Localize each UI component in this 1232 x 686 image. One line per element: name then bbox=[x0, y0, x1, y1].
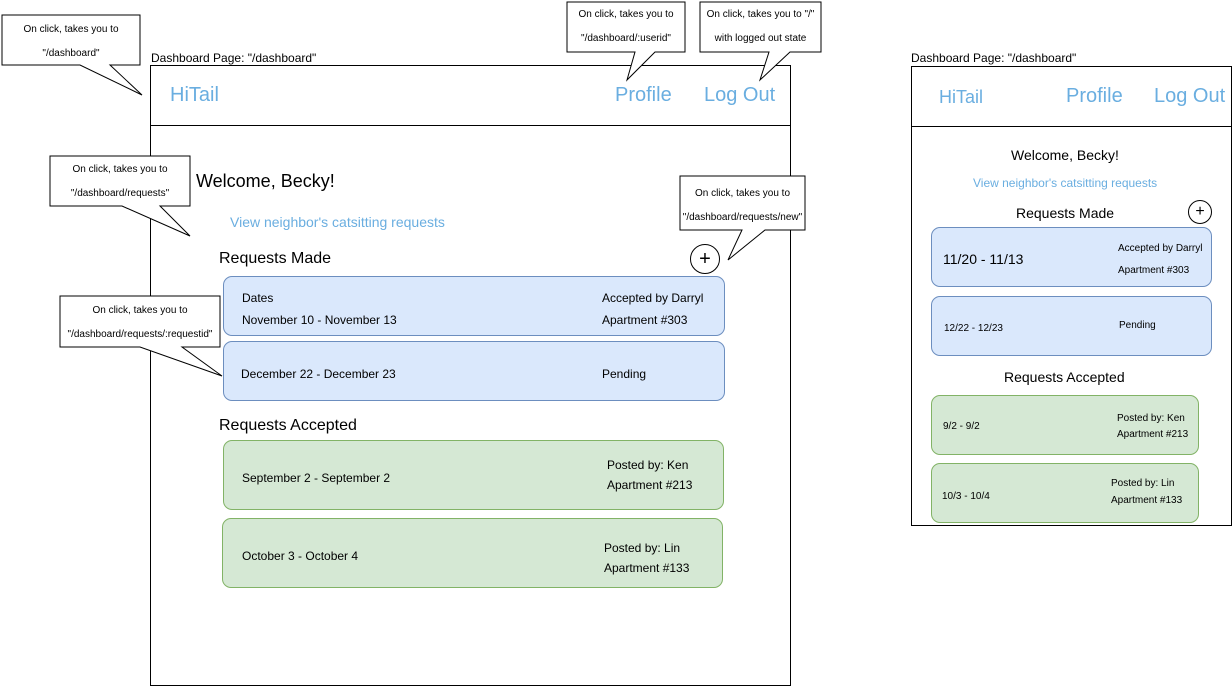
mobile-logout-link[interactable]: Log Out bbox=[1154, 85, 1226, 107]
callout-profile-shape bbox=[566, 1, 686, 82]
callout-requests-shape bbox=[49, 155, 191, 237]
desktop-add-request-button[interactable]: + bbox=[690, 244, 720, 274]
request-dates-label: Dates bbox=[242, 291, 274, 305]
desktop-requests-accepted-title: Requests Accepted bbox=[219, 417, 357, 434]
mobile-request-card[interactable]: 11/20 - 11/13 Accepted by Darryl Apartme… bbox=[931, 227, 1212, 287]
callout-dashboard: On click, takes you to "/dashboard" bbox=[2, 18, 140, 66]
mobile-requests-made-title: Requests Made bbox=[1016, 205, 1115, 221]
mobile-header-divider bbox=[911, 126, 1232, 127]
request-status: Accepted by Darryl bbox=[602, 291, 704, 305]
callout-line: On click, takes you to bbox=[72, 164, 168, 175]
callout-logout-shape bbox=[699, 1, 822, 82]
mobile-accepted-card[interactable]: 9/2 - 9/2 Posted by: Ken Apartment #213 bbox=[931, 395, 1199, 455]
accepted-apartment: Apartment #213 bbox=[1117, 429, 1189, 440]
mobile-brand-link[interactable]: HiTail bbox=[939, 87, 984, 107]
request-apartment: Apartment #303 bbox=[602, 313, 688, 327]
callout-new-request-shape bbox=[679, 175, 806, 261]
desktop-accepted-card[interactable]: September 2 - September 2 Posted by: Ken… bbox=[223, 440, 724, 510]
callout-line: "/dashboard" bbox=[42, 48, 100, 59]
callout-line: On click, takes you to "/" bbox=[706, 9, 815, 20]
callout-line: "/dashboard/requests/:requestid" bbox=[67, 329, 213, 340]
desktop-header-divider bbox=[150, 125, 791, 126]
desktop-welcome-heading: Welcome, Becky! bbox=[196, 171, 335, 191]
request-apartment: Apartment #303 bbox=[1118, 265, 1190, 276]
request-dates: 11/20 - 11/13 bbox=[943, 251, 1024, 267]
accepted-posted-by: Posted by: Lin bbox=[604, 541, 681, 555]
request-dates: 12/22 - 12/23 bbox=[944, 323, 1003, 334]
request-status: Accepted by Darryl bbox=[1118, 243, 1203, 254]
mobile-requests-accepted-title: Requests Accepted bbox=[1004, 369, 1125, 385]
request-status: Pending bbox=[1119, 320, 1156, 331]
desktop-brand-link[interactable]: HiTail bbox=[170, 84, 219, 106]
callout-line: On click, takes you to bbox=[23, 24, 119, 35]
callout-line: On click, takes you to bbox=[578, 9, 674, 20]
desktop-request-card[interactable]: Dates November 10 - November 13 Accepted… bbox=[223, 276, 725, 336]
desktop-view-requests-link[interactable]: View neighbor's catsitting requests bbox=[230, 214, 445, 230]
callout-requests: On click, takes you to "/dashboard/reque… bbox=[50, 158, 190, 206]
desktop-accepted-card[interactable]: October 3 - October 4 Posted by: Lin Apa… bbox=[222, 518, 723, 588]
callout-profile: On click, takes you to "/dashboard/:user… bbox=[567, 3, 685, 51]
desktop-request-card[interactable]: December 22 - December 23 Pending bbox=[223, 341, 725, 401]
accepted-posted-by: Posted by: Ken bbox=[607, 458, 689, 472]
callout-logout: On click, takes you to "/" with logged o… bbox=[700, 3, 821, 51]
callout-line: "/dashboard/requests" bbox=[70, 188, 170, 199]
desktop-logout-link[interactable]: Log Out bbox=[704, 84, 776, 106]
desktop-page-caption: Dashboard Page: "/dashboard" bbox=[151, 51, 317, 65]
request-dates: November 10 - November 13 bbox=[242, 313, 397, 327]
desktop-requests-made-title: Requests Made bbox=[219, 250, 332, 267]
request-dates: December 22 - December 23 bbox=[241, 367, 396, 381]
plus-icon: + bbox=[699, 248, 711, 270]
accepted-apartment: Apartment #213 bbox=[607, 478, 693, 492]
accepted-dates: 9/2 - 9/2 bbox=[943, 421, 980, 432]
accepted-apartment: Apartment #133 bbox=[604, 561, 690, 575]
callout-line: On click, takes you to bbox=[694, 188, 791, 199]
callout-line: "/dashboard/:userid" bbox=[581, 33, 671, 44]
accepted-posted-by: Posted by: Ken bbox=[1117, 413, 1185, 424]
accepted-dates: September 2 - September 2 bbox=[242, 471, 391, 485]
accepted-apartment: Apartment #133 bbox=[1111, 495, 1183, 506]
accepted-dates: 10/3 - 10/4 bbox=[942, 491, 990, 502]
callout-request-detail-shape bbox=[59, 295, 223, 377]
mobile-welcome-heading: Welcome, Becky! bbox=[1011, 147, 1119, 163]
callout-dashboard-shape bbox=[1, 14, 143, 96]
mobile-page-caption: Dashboard Page: "/dashboard" bbox=[911, 51, 1077, 65]
accepted-posted-by: Posted by: Lin bbox=[1111, 478, 1175, 489]
callout-request-detail: On click, takes you to "/dashboard/reque… bbox=[60, 299, 220, 347]
callout-line: On click, takes you to bbox=[92, 305, 188, 316]
mobile-view-requests-link[interactable]: View neighbor's catsitting requests bbox=[973, 176, 1158, 190]
request-status: Pending bbox=[602, 367, 647, 381]
mobile-add-request-button[interactable]: + bbox=[1188, 200, 1212, 224]
desktop-profile-link[interactable]: Profile bbox=[615, 84, 672, 106]
callout-line: with logged out state bbox=[714, 33, 807, 44]
mobile-request-card[interactable]: 12/22 - 12/23 Pending bbox=[931, 296, 1212, 356]
callout-line: "/dashboard/requests/new" bbox=[682, 212, 803, 223]
mobile-profile-link[interactable]: Profile bbox=[1066, 85, 1123, 107]
plus-icon: + bbox=[1195, 203, 1205, 220]
mobile-accepted-card[interactable]: 10/3 - 10/4 Posted by: Lin Apartment #13… bbox=[931, 463, 1199, 523]
callout-new-request: On click, takes you to "/dashboard/reque… bbox=[680, 182, 805, 230]
accepted-dates: October 3 - October 4 bbox=[242, 549, 359, 563]
